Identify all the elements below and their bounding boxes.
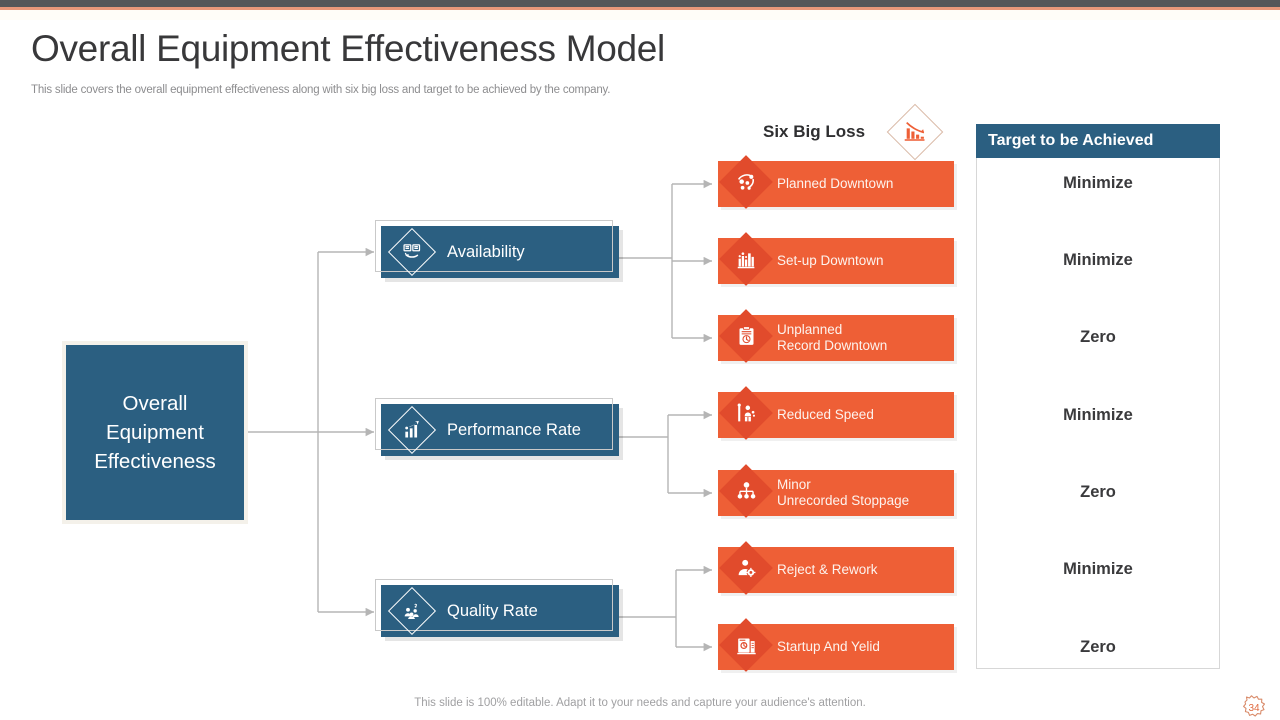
documents-icon <box>387 227 437 277</box>
page-number-text: 34 <box>1248 702 1260 714</box>
loss-box-unplanned-record-downtown[interactable]: Unplanned Record Downtown <box>718 309 954 363</box>
top-cream-bar <box>0 10 1280 20</box>
page-subtitle: This slide covers the overall equipment … <box>31 84 611 96</box>
target-panel-header-label: Target to be Achieved <box>988 132 1154 149</box>
category-box-availability[interactable]: Availability <box>375 220 619 278</box>
target-value-7: Zero <box>1080 638 1116 656</box>
factory-icon <box>719 232 773 286</box>
oee-root-label: Overall Equipment Effectiveness <box>94 392 216 473</box>
category-box-performance-rate[interactable]: Performance Rate <box>375 398 619 456</box>
target-value-4: Minimize <box>1063 406 1133 424</box>
loss-box-setup-downtown[interactable]: Set-up Downtown <box>718 232 954 286</box>
network-nodes-icon <box>719 155 773 209</box>
target-value-1: Minimize <box>1063 174 1133 192</box>
gear-people-icon <box>387 586 437 636</box>
loss-box-planned-downtown[interactable]: Planned Downtown <box>718 155 954 209</box>
bar-chart-arrow-icon <box>387 405 437 455</box>
target-value-2: Minimize <box>1063 251 1133 269</box>
target-value-5: Zero <box>1080 483 1116 501</box>
declining-bar-chart-icon <box>886 103 944 161</box>
category-label-performance-rate: Performance Rate <box>447 420 581 439</box>
startup-machine-icon <box>719 618 773 672</box>
six-big-loss-title: Six Big Loss <box>763 122 866 141</box>
worker-gear-icon <box>719 541 773 595</box>
oee-root-box[interactable]: Overall Equipment Effectiveness <box>62 341 248 524</box>
target-value-3: Zero <box>1080 328 1116 346</box>
loss-box-reject-and-rework[interactable]: Reject & Rework <box>718 541 954 595</box>
clipboard-clock-icon <box>719 309 773 363</box>
category-label-quality-rate: Quality Rate <box>447 601 538 620</box>
top-orange-accent-bar <box>0 7 1280 10</box>
loss-box-reduced-speed[interactable]: Reduced Speed <box>718 386 954 440</box>
top-dark-bar <box>0 0 1280 7</box>
loss-label-setup-downtown: Set-up Downtown <box>777 253 884 268</box>
target-value-6: Minimize <box>1063 560 1133 578</box>
loss-label-minor-unrecorded-stoppage: Minor Unrecorded Stoppage <box>777 477 910 508</box>
category-box-quality-rate[interactable]: Quality Rate <box>375 579 619 637</box>
speed-gauge-icon <box>719 386 773 440</box>
target-panel <box>976 124 1220 669</box>
page-number-badge: 34 <box>1239 694 1269 720</box>
loss-box-startup-and-yelid[interactable]: Startup And Yelid <box>718 618 954 672</box>
loss-label-reduced-speed: Reduced Speed <box>777 407 874 422</box>
loss-label-reject-and-rework: Reject & Rework <box>777 562 878 577</box>
loss-label-unplanned-record-downtown: Unplanned Record Downtown <box>777 322 888 353</box>
category-label-availability: Availability <box>447 242 525 261</box>
loss-box-minor-unrecorded-stoppage[interactable]: Minor Unrecorded Stoppage <box>718 464 954 518</box>
oee-root-box-inner: Overall Equipment Effectiveness <box>62 341 248 524</box>
loss-label-startup-and-yelid: Startup And Yelid <box>777 639 880 654</box>
footer-note: This slide is 100% editable. Adapt it to… <box>414 697 866 709</box>
page-title: Overall Equipment Effectiveness Model <box>31 28 665 69</box>
hierarchy-icon <box>719 464 773 518</box>
loss-label-planned-downtown: Planned Downtown <box>777 176 894 191</box>
target-panel-header: Target to be Achieved <box>976 124 1220 158</box>
